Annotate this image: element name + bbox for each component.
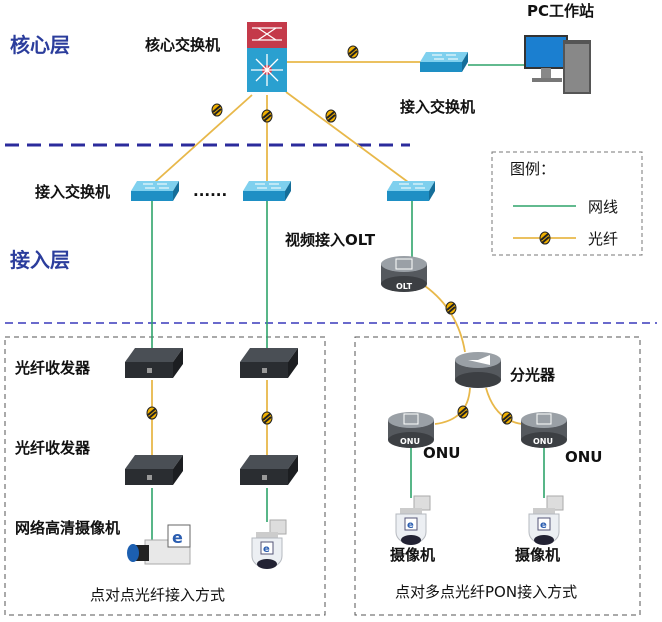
fiber-marker-icon [347, 45, 359, 59]
fiber-core-to-left-switch [154, 94, 253, 183]
camera-2-label: 摄像机 [515, 546, 560, 564]
fiber-marker-icon [501, 411, 513, 425]
legend-title: 图例： [510, 160, 555, 178]
access-layer-label: 接入层 [10, 248, 70, 272]
box-camera-icon[interactable]: e [127, 524, 191, 565]
legend-fiber-label: 光纤 [588, 230, 618, 248]
access-switch-top-label: 接入交换机 [400, 98, 475, 116]
access-switch-left-icon[interactable] [130, 180, 180, 202]
fiber-marker-icon [211, 103, 223, 117]
transceiver-icon[interactable] [240, 348, 298, 378]
transceiver-icon[interactable] [240, 455, 298, 485]
pc-label: PC工作站 [527, 2, 594, 20]
dome-camera-icon[interactable] [251, 519, 287, 570]
onu-2-icon[interactable]: ONU [521, 412, 567, 448]
transceiver-label-2: 光纤收发器 [14, 439, 91, 457]
core-switch-icon[interactable] [247, 22, 287, 92]
fiber-core-to-olt-switch [285, 91, 409, 183]
core-layer-label: 核心层 [10, 33, 70, 57]
fiber-marker-icon [539, 231, 551, 245]
transceiver-icon[interactable] [125, 455, 183, 485]
svg-text:e: e [172, 528, 183, 547]
fiber-olt-to-splitter [424, 285, 466, 353]
legend-cable-label: 网线 [588, 198, 618, 216]
dome-camera-icon[interactable] [395, 495, 431, 546]
links [151, 61, 545, 540]
fiber-marker-icon [445, 301, 457, 315]
splitter-label: 分光器 [510, 366, 556, 384]
transceiver-icon[interactable] [125, 348, 183, 378]
ellipsis: ...... [193, 182, 227, 200]
fiber-splitter-to-onu2 [485, 387, 523, 425]
onu-1-icon[interactable]: ONU [388, 412, 434, 448]
fiber-marker-icon [457, 405, 469, 419]
onu-2-label: ONU [565, 448, 603, 466]
olt-icon[interactable]: OLT [381, 256, 427, 292]
access-switch-mid-icon[interactable] [242, 180, 292, 202]
splitter-icon[interactable] [455, 352, 501, 388]
svg-text:ONU: ONU [400, 437, 420, 446]
access-switch-top-icon[interactable] [419, 51, 469, 73]
pc-workstation-icon[interactable] [524, 35, 591, 94]
fiber-marker-icon [146, 406, 158, 420]
svg-text:OLT: OLT [396, 282, 413, 291]
fiber-marker-icon [261, 411, 273, 425]
core-switch-label: 核心交换机 [145, 36, 220, 54]
fiber-marker-icon [325, 109, 337, 123]
pon-section-box [354, 336, 641, 616]
camera-1-label: 摄像机 [390, 546, 435, 564]
access-switch-olt-icon[interactable] [386, 180, 436, 202]
p2p-section-caption: 点对点光纤接入方式 [90, 586, 225, 604]
onu-1-label: ONU [423, 444, 461, 462]
access-switch-left-label: 接入交换机 [35, 183, 110, 201]
svg-text:ONU: ONU [533, 437, 553, 446]
p2p-section-box [4, 336, 326, 616]
dome-camera-icon[interactable] [528, 495, 564, 546]
pon-section-caption: 点对多点光纤PON接入方式 [395, 583, 577, 601]
olt-label: 视频接入OLT [285, 231, 376, 249]
transceiver-label-1: 光纤收发器 [14, 359, 91, 377]
hd-camera-label: 网络高清摄像机 [15, 519, 120, 537]
fiber-marker-icon [261, 109, 273, 123]
